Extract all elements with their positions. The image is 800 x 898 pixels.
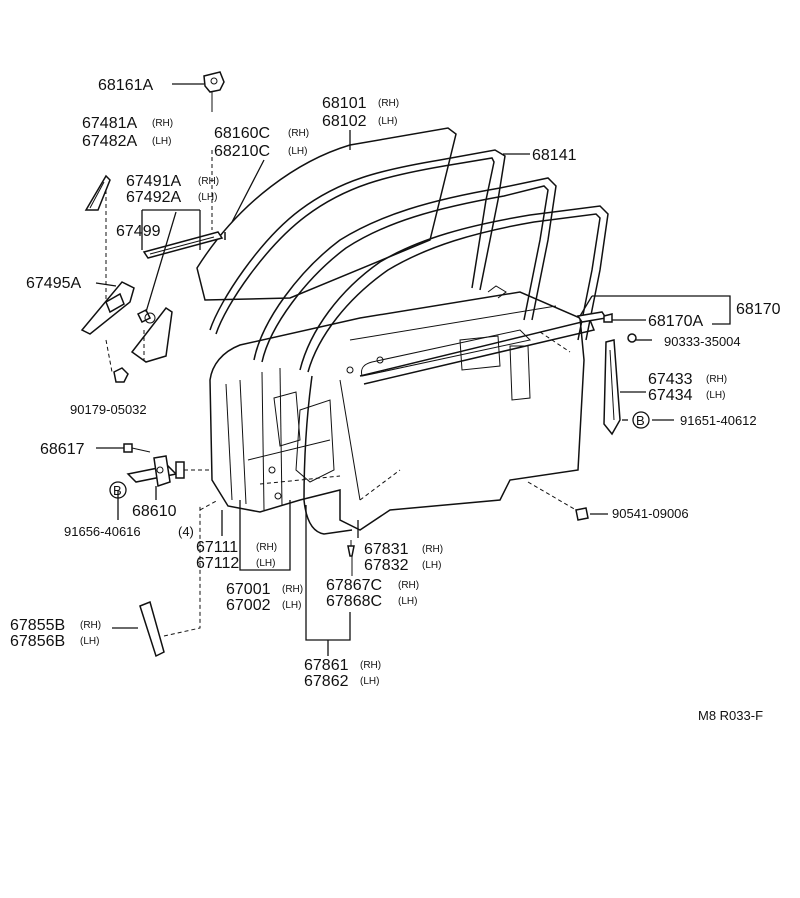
- label-68102-side: (LH): [378, 116, 397, 127]
- label-68161A: 68161A: [98, 77, 153, 94]
- nut-90179: [113, 367, 129, 383]
- label-67492A-side: (LH): [198, 192, 217, 203]
- moulding-67855B: [139, 600, 165, 658]
- door-belt-line: [359, 285, 596, 385]
- label-67112: 67112: [196, 555, 239, 572]
- label-68210C: 68210C: [214, 143, 270, 160]
- label-67495A: 67495A: [26, 275, 81, 292]
- label-67001: 67001: [226, 581, 271, 598]
- label-67855B-side: (RH): [80, 620, 101, 631]
- label-67861: 67861: [304, 657, 349, 674]
- callout-b-right-letter: B: [636, 413, 645, 428]
- label-67002: 67002: [226, 597, 271, 614]
- label-67491A-side: (RH): [198, 176, 219, 187]
- label-68102: 68102: [322, 113, 367, 130]
- label-67434: 67434: [648, 387, 693, 404]
- garnish-piece: [130, 306, 173, 363]
- label-67856B: 67856B: [10, 633, 65, 650]
- label-67482A-side: (LH): [152, 136, 171, 147]
- label-67868C: 67868C: [326, 593, 382, 610]
- hinge-68610: [126, 455, 185, 487]
- cover-67481A: [84, 174, 111, 211]
- clip-90333: [627, 333, 637, 343]
- callout-b-left-letter: B: [113, 483, 122, 498]
- label-67482A: 67482A: [82, 133, 137, 150]
- label-90541: 90541-09006: [612, 506, 689, 521]
- screw-67499: [136, 308, 152, 324]
- label-67831: 67831: [364, 541, 409, 558]
- label-67433: 67433: [648, 371, 693, 388]
- label-67481A: 67481A: [82, 115, 137, 132]
- label-67861-side: (RH): [360, 660, 381, 671]
- label-67867C: 67867C: [326, 577, 382, 594]
- label-68141: 68141: [532, 147, 577, 164]
- label-67831-side: (RH): [422, 544, 443, 555]
- label-67855B: 67855B: [10, 617, 65, 634]
- door-frame: [253, 177, 609, 373]
- label-68160C: 68160C: [214, 125, 270, 142]
- label-91651: 91651-40612: [680, 413, 757, 428]
- label-68617: 68617: [40, 441, 85, 458]
- label-67491A: 67491A: [126, 173, 181, 190]
- label-68101: 68101: [322, 95, 367, 112]
- label-67112-side: (LH): [256, 558, 275, 569]
- label-67499: 67499: [116, 223, 161, 240]
- label-91656-qty: (4): [178, 524, 194, 539]
- moulding-67433: [603, 339, 621, 436]
- weatherstrip-68141: [209, 149, 506, 335]
- label-67868C-side: (LH): [398, 596, 417, 607]
- label-67002-side: (LH): [282, 600, 301, 611]
- part-labels: 68161A 67481A (RH) 67482A (LH) 68160C (R…: [10, 77, 781, 723]
- label-67867C-side: (RH): [398, 580, 419, 591]
- label-91656: 91656-40616: [64, 524, 141, 539]
- weatherstrip-67861: [303, 375, 353, 535]
- label-67111: 67111: [196, 539, 238, 556]
- callout-b-left: B: [109, 481, 127, 499]
- label-68170: 68170: [736, 301, 781, 318]
- fastener-67831: [347, 540, 355, 557]
- label-67862: 67862: [304, 673, 349, 690]
- label-67481A-side: (RH): [152, 118, 173, 129]
- label-68160C-side: (RH): [288, 128, 309, 139]
- label-90179: 90179-05032: [70, 402, 147, 417]
- label-68101-side: (RH): [378, 98, 399, 109]
- label-67434-side: (LH): [706, 390, 725, 401]
- label-68170A: 68170A: [648, 313, 703, 330]
- label-90333: 90333-35004: [664, 334, 741, 349]
- leader-lines: [95, 83, 731, 656]
- footer-code: M8 R033-F: [698, 708, 763, 723]
- clip-68161A: [203, 71, 225, 98]
- door-panel-67001: [209, 291, 585, 531]
- label-67856B-side: (LH): [80, 636, 99, 647]
- door-glass-68101: [196, 127, 457, 301]
- label-67832: 67832: [364, 557, 409, 574]
- callout-b-right: B: [632, 411, 650, 429]
- label-67001-side: (RH): [282, 584, 303, 595]
- label-68610: 68610: [132, 503, 177, 520]
- label-67862-side: (LH): [360, 676, 379, 687]
- label-68210C-side: (LH): [288, 146, 307, 157]
- bolt-68617: [123, 443, 133, 453]
- label-67492A: 67492A: [126, 189, 181, 206]
- label-67433-side: (RH): [706, 374, 727, 385]
- clip-68170A: [603, 313, 613, 323]
- mirror-base-67495A: [80, 281, 135, 335]
- label-67111-side: (RH): [256, 542, 277, 553]
- grommet-90541: [575, 507, 589, 521]
- label-67832-side: (LH): [422, 560, 441, 571]
